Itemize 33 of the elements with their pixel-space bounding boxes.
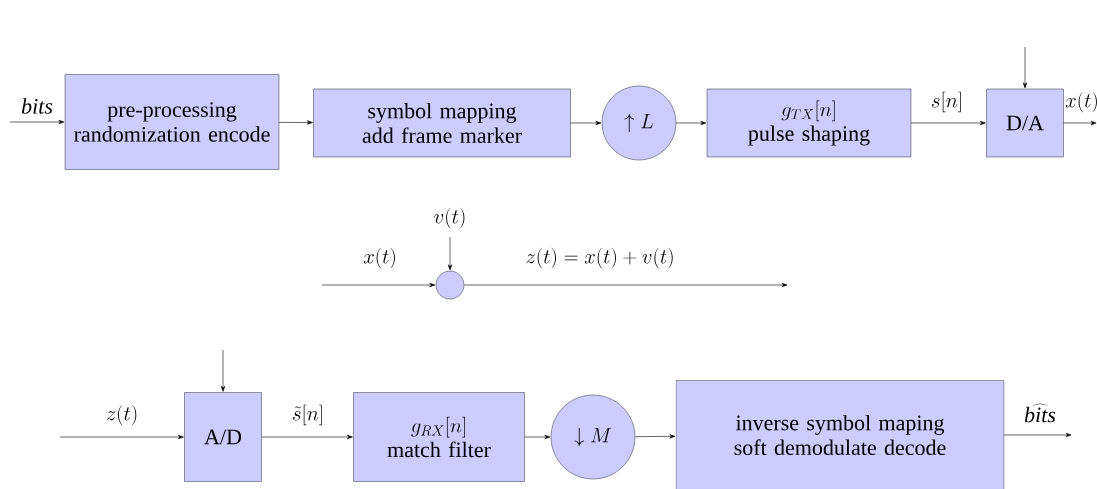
edge-label: $x(t)$ xyxy=(1065,91,1097,113)
arrow xyxy=(524,434,551,440)
edge-label: $x(t)$ xyxy=(363,247,395,269)
process-box: A/D xyxy=(184,392,262,482)
arrow xyxy=(675,120,707,126)
arrow xyxy=(910,120,986,126)
arrow xyxy=(447,236,453,271)
process-box: inverse symbol maping soft demodulate decode xyxy=(675,380,1005,489)
arrow xyxy=(321,282,436,288)
arrow xyxy=(261,434,353,440)
process-box: pre-processing randomization encode xyxy=(64,74,280,170)
arrow xyxy=(1063,120,1097,126)
process-box: symbol mapping add frame marker xyxy=(313,88,571,158)
arrow xyxy=(1003,432,1072,438)
arrow xyxy=(570,120,602,126)
summing-circle xyxy=(435,270,465,300)
edge-label: $\tilde{s}[n]$ xyxy=(293,404,322,426)
process-box: $g_{TX}[n]$ pulse shaping xyxy=(706,88,912,158)
edge-label: $\mathit{bits}$ xyxy=(21,98,53,114)
arrow xyxy=(9,119,65,125)
process-box: D/A xyxy=(986,88,1064,158)
arrow xyxy=(1022,46,1028,89)
edge-label: $z(t) = x(t) + v(t)$ xyxy=(526,247,673,269)
edge-label: $v(t)$ xyxy=(434,207,465,229)
arrow xyxy=(634,434,676,439)
arrow xyxy=(463,282,788,288)
edge-label: $z(t)$ xyxy=(106,404,137,426)
arrow xyxy=(59,434,184,440)
edge-label: $s[n]$ xyxy=(932,91,961,113)
arrow xyxy=(220,349,226,392)
edge-label: $\widehat{\mathit{bits}}$ xyxy=(1024,403,1056,423)
arrow xyxy=(278,120,313,125)
process-box: $g_{RX}[n]$ match filter xyxy=(353,392,525,482)
